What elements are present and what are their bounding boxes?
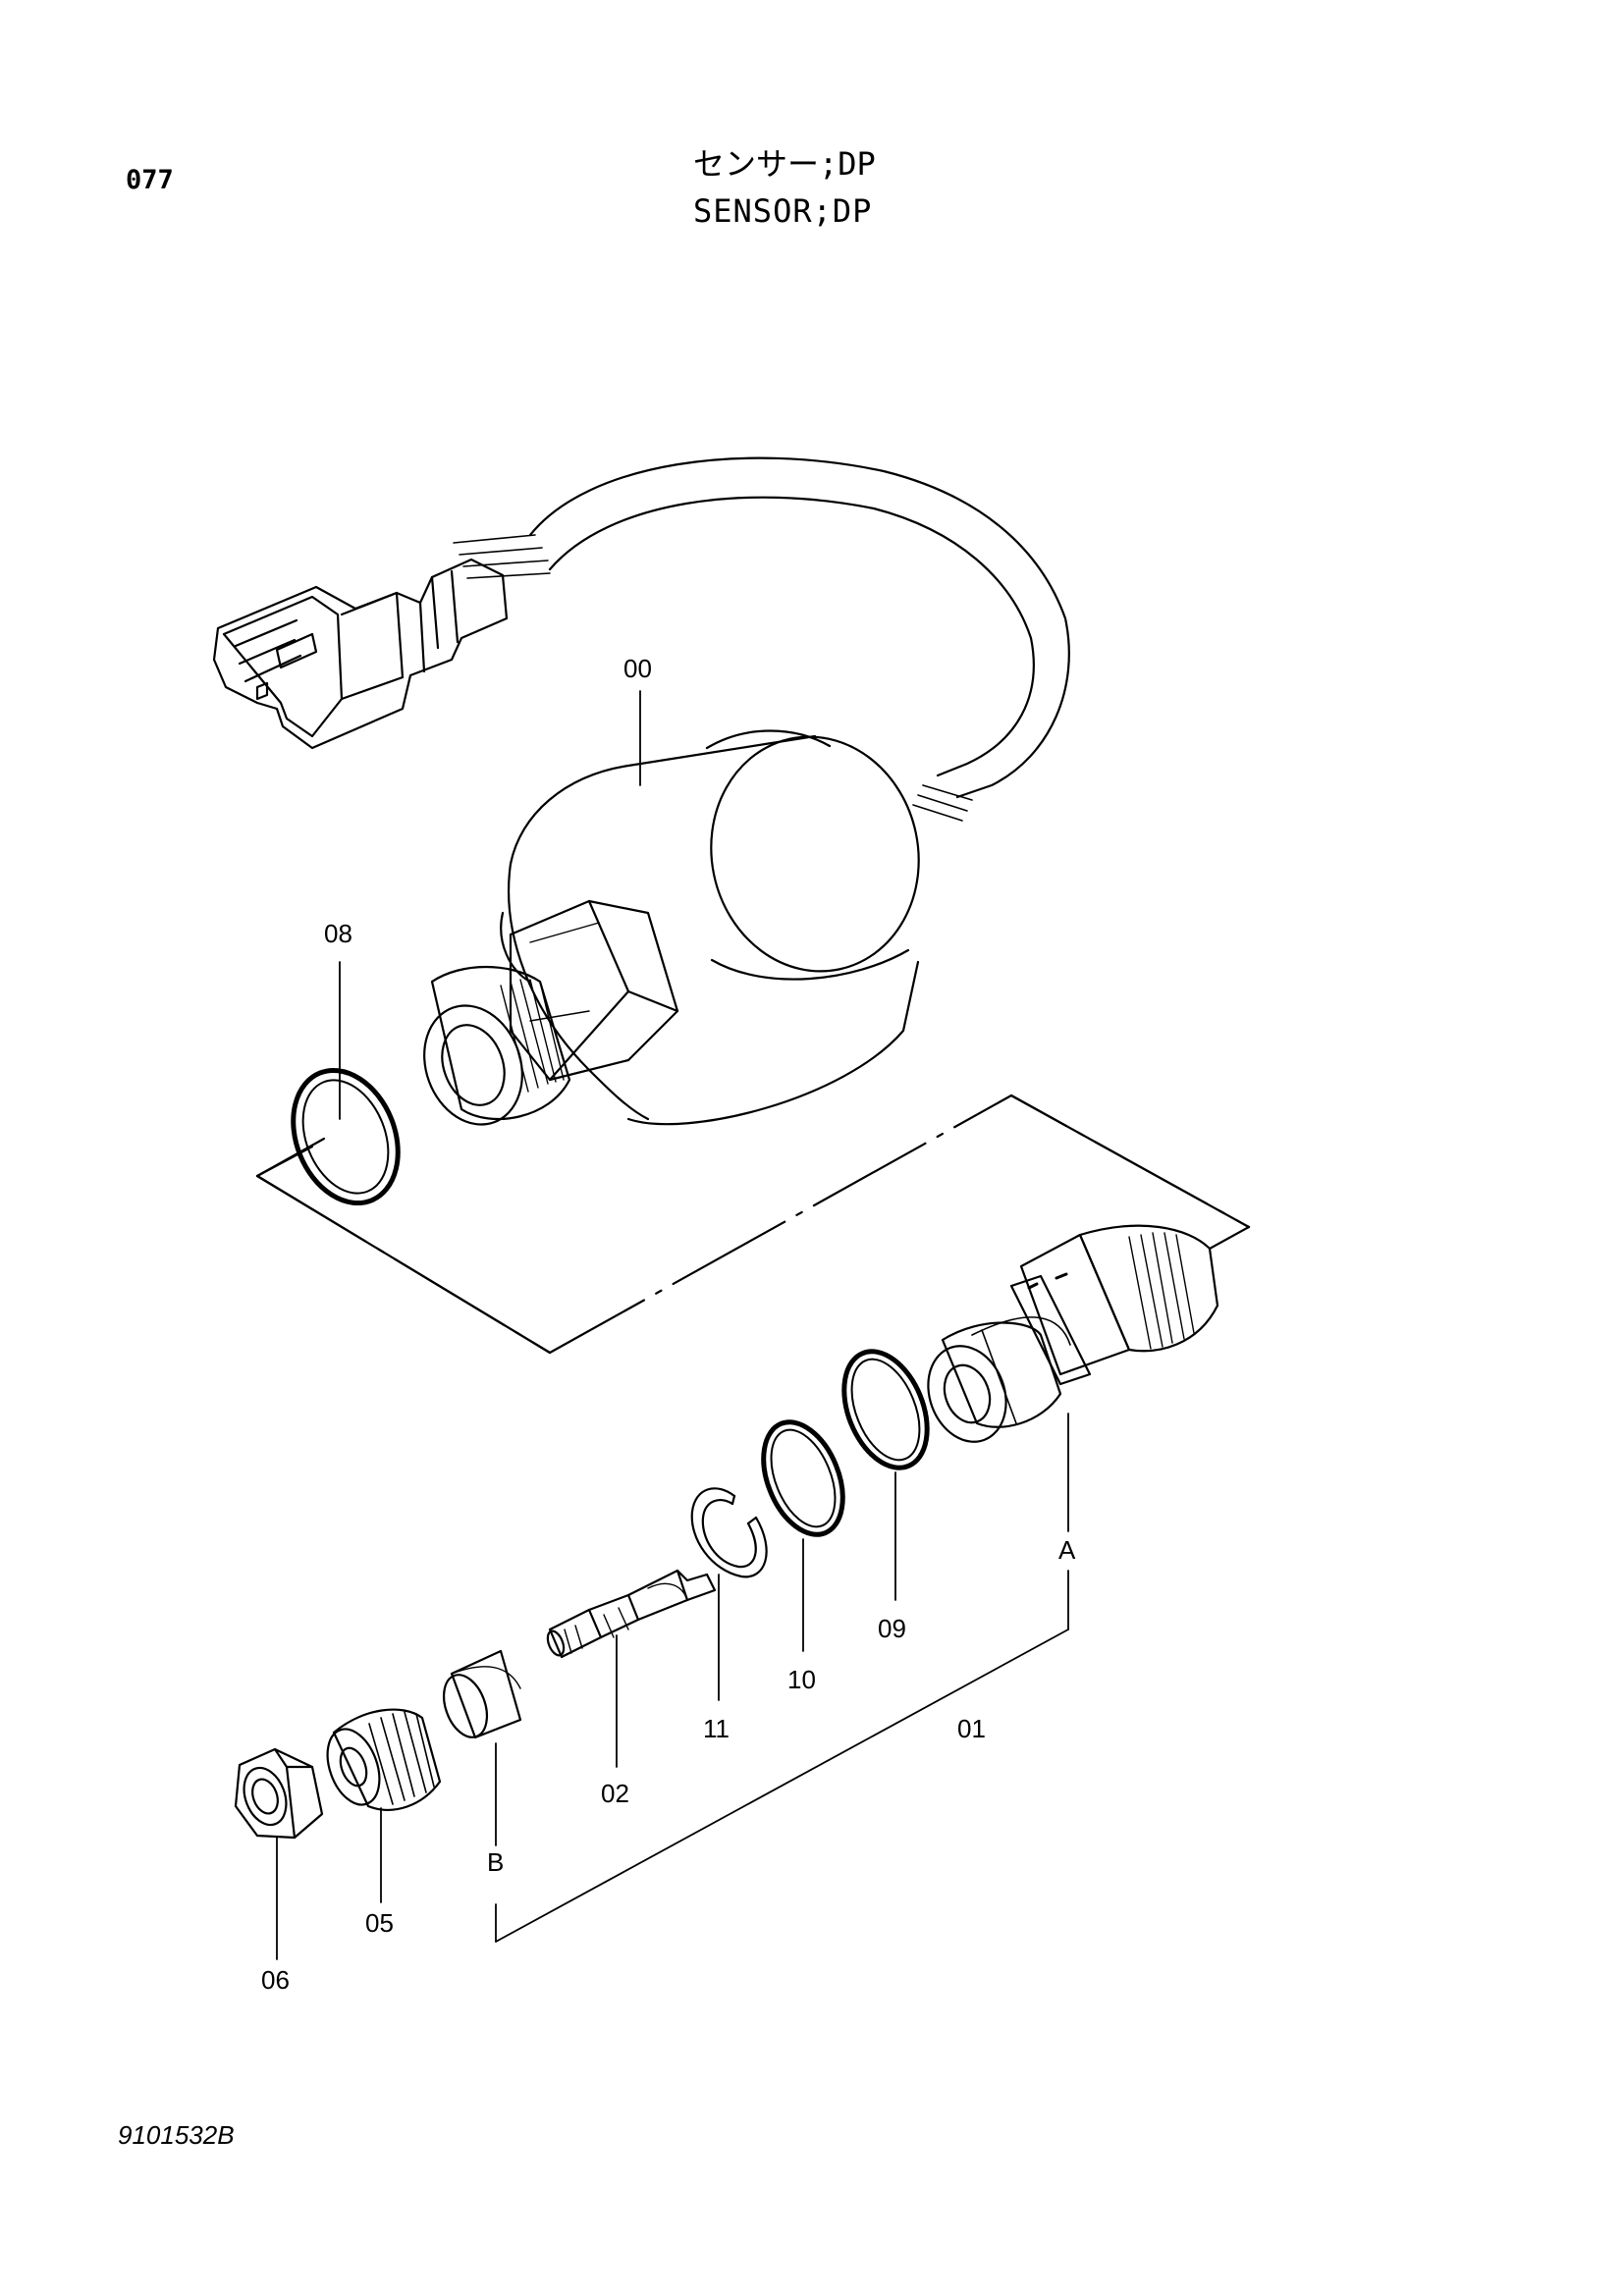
o-ring-10 [761, 1419, 845, 1537]
callout-10: 10 [787, 1665, 816, 1694]
callout-labels: 00 08 A 09 10 01 11 02 B 05 06 [261, 654, 1076, 1995]
assembly-frame [255, 1094, 1251, 1355]
callout-02: 02 [601, 1779, 629, 1808]
callout-00: 00 [623, 654, 652, 683]
callout-01: 01 [957, 1714, 986, 1743]
callout-08: 08 [324, 919, 352, 948]
callout-a: A [1058, 1535, 1076, 1565]
o-ring-08 [291, 1067, 401, 1206]
adjusting-screw-05 [326, 1708, 442, 1811]
wire-harness [453, 456, 1070, 822]
leader-lines [276, 690, 1069, 1960]
backup-ring-11 [690, 1487, 768, 1578]
callout-05: 05 [365, 1908, 394, 1938]
callout-11: 11 [703, 1714, 730, 1743]
valve-body [927, 1224, 1219, 1443]
nut-06 [234, 1747, 324, 1840]
spool-02 [546, 1569, 717, 1659]
title-english: SENSOR;DP [693, 192, 873, 230]
electrical-connector [212, 558, 509, 750]
sleeve [442, 1649, 522, 1739]
callout-06: 06 [261, 1965, 290, 1995]
o-ring-09 [841, 1349, 930, 1470]
callout-b: B [487, 1847, 504, 1877]
drawing-number: 9101532B [118, 2120, 235, 2150]
sensor-body [423, 729, 920, 1126]
page-number: 077 [126, 165, 174, 195]
title-japanese: センサー;DP [693, 145, 876, 183]
callout-09: 09 [878, 1614, 906, 1643]
